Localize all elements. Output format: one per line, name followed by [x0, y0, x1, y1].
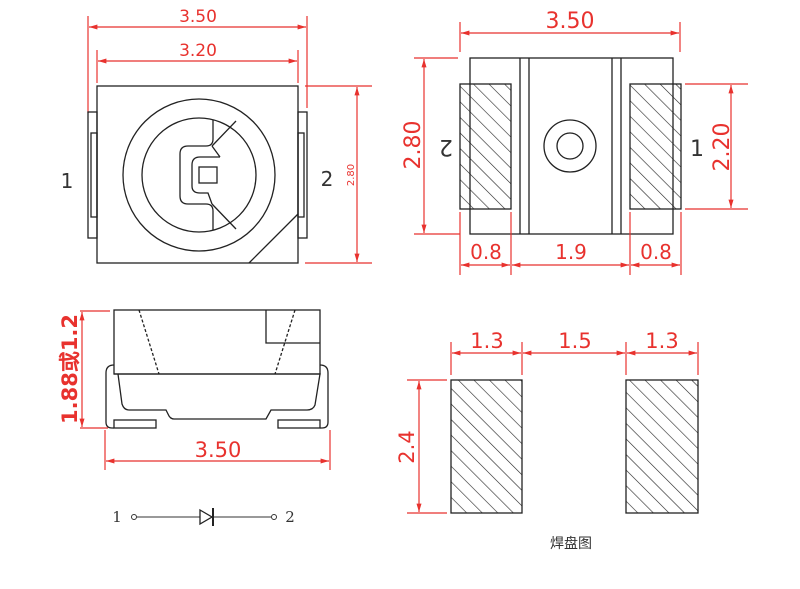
solder-pad-right	[625, 379, 699, 514]
pin-label: 1	[690, 137, 704, 162]
lead-left	[113, 419, 157, 429]
side-view: 1.88或1.2 3.50	[58, 309, 331, 470]
dimension-label: 1.3	[470, 329, 503, 353]
dimension-label: 2.80	[346, 164, 357, 186]
pin-label: 2	[439, 134, 453, 159]
dimension-side-height	[79, 310, 110, 429]
terminal-node	[271, 514, 277, 520]
pin-label: 2	[285, 508, 295, 526]
solder-pad-footprint: 1.3 1.5 1.3 2.4 焊盘图	[395, 329, 699, 552]
polarity-ring-inner	[556, 132, 584, 160]
solder-pad-left	[450, 379, 523, 514]
bottom-view: 3.50 2.80 2.20 2 1	[401, 9, 748, 275]
pad-right	[629, 83, 682, 210]
terminal-right-inner	[297, 132, 305, 218]
dimension-label: 3.50	[546, 9, 595, 34]
side-base-outline	[114, 373, 321, 420]
side-lens-outline	[113, 309, 321, 375]
lens-inner-circle	[141, 117, 257, 233]
dimension-width-outer	[87, 16, 308, 113]
dimension-segments	[459, 212, 682, 275]
dimension-label: 0.8	[640, 240, 672, 264]
terminal-left-inner	[90, 132, 98, 218]
dimension-pad-height	[685, 83, 748, 210]
dimension-label: 1.88或1.2	[58, 314, 82, 424]
dimension-height	[414, 57, 460, 235]
lead-right	[277, 419, 321, 429]
dimension-label: 2.4	[395, 430, 419, 463]
dimension-width-body	[96, 50, 299, 83]
polarity-ring-outer	[543, 119, 597, 173]
dimension-label: 3.50	[195, 438, 242, 462]
dimension-width	[459, 22, 681, 52]
dimension-label: 0.8	[470, 240, 502, 264]
pin-label: 2	[321, 167, 334, 191]
terminal-left	[87, 111, 98, 239]
dimension-height	[305, 85, 372, 264]
terminal-right	[297, 111, 308, 239]
led-chip	[198, 166, 218, 184]
dimension-label: 2.80	[401, 121, 426, 170]
led-body-outline	[96, 85, 299, 264]
pad-left	[459, 83, 512, 210]
dimension-label: 1.5	[558, 329, 591, 353]
dimension-label: 3.50	[179, 7, 217, 27]
dimension-label: 2.20	[710, 123, 735, 172]
lens-outer-circle	[122, 98, 276, 252]
dimension-pad-height	[407, 379, 447, 514]
cathode-mark	[248, 213, 299, 264]
schematic-symbol: 1 2	[112, 508, 295, 526]
pin-label: 1	[61, 169, 74, 193]
dimension-label: 1.9	[555, 240, 587, 264]
dimension-label: 1.3	[645, 329, 678, 353]
terminal-node	[131, 514, 137, 520]
footprint-caption: 焊盘图	[550, 535, 592, 552]
pin-label: 1	[112, 508, 122, 526]
diode-icon	[199, 508, 214, 526]
lead-frame	[179, 120, 214, 230]
dimension-side-width	[104, 430, 331, 470]
dimension-pad-widths	[450, 342, 699, 375]
dimension-label: 3.20	[179, 41, 217, 61]
top-view: 3.50 3.20 2.80	[61, 7, 372, 264]
